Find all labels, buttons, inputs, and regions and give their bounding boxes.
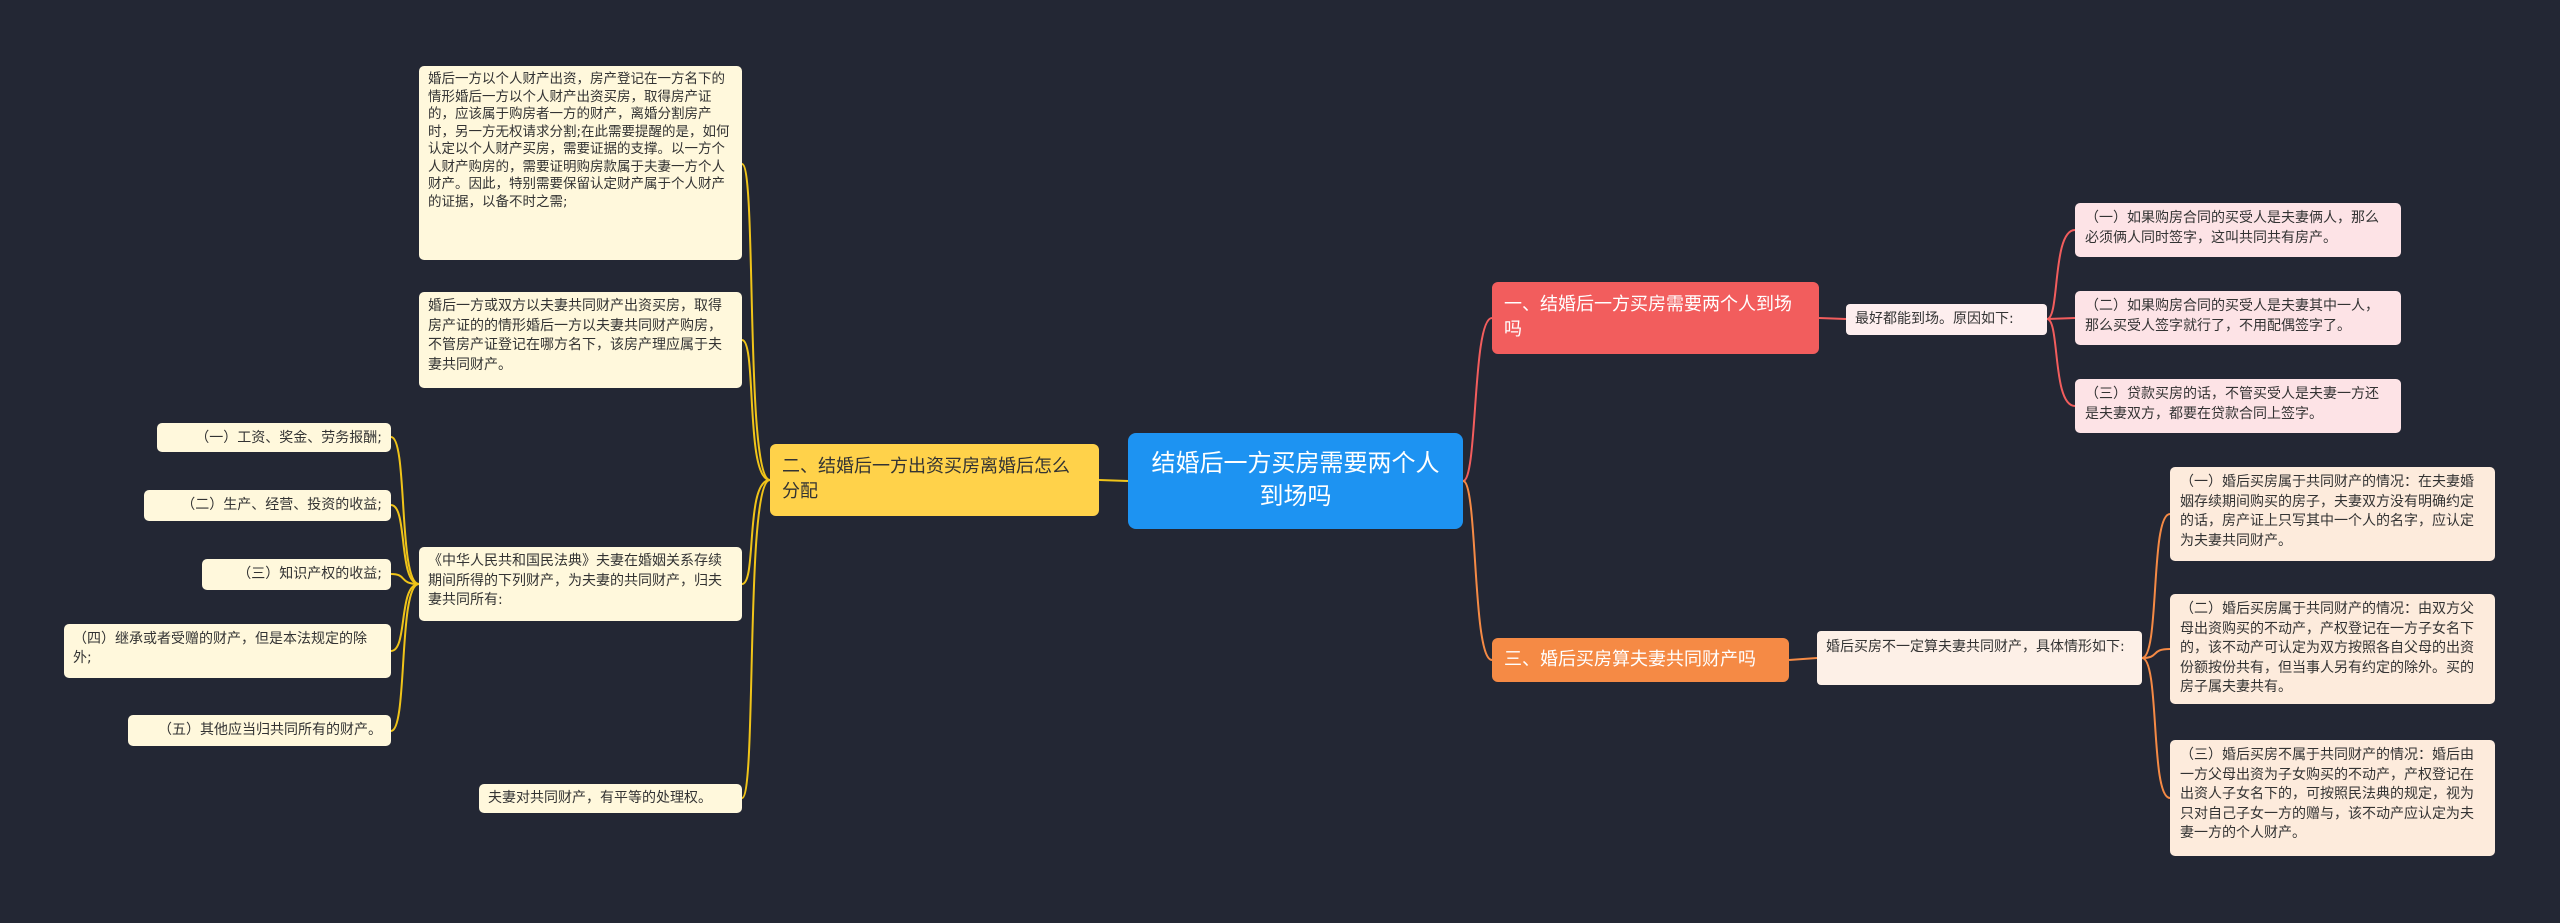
- sub-item-2[interactable]: （二）生产、经营、投资的收益;: [144, 490, 391, 521]
- branch-3-leaf-3[interactable]: （三）婚后买房不属于共同财产的情况：婚后由一方父母出资为子女购买的不动产，产权登…: [2170, 740, 2495, 856]
- branch-2-leaf-2[interactable]: 婚后一方或双方以夫妻共同财产出资买房，取得房产证的的情形婚后一方以夫妻共同财产购…: [419, 292, 742, 388]
- branch-3-leaf-1[interactable]: （一）婚后买房属于共同财产的情况：在夫妻婚姻存续期间购买的房子，夫妻双方没有明确…: [2170, 467, 2495, 561]
- branch-1-topic[interactable]: 一、结婚后一方买房需要两个人到场吗: [1492, 282, 1819, 354]
- sub-item-4[interactable]: （四）继承或者受赠的财产，但是本法规定的除外;: [64, 624, 391, 678]
- link-mid3-leaf3: [2141, 657, 2171, 799]
- branch-1-leaf-2[interactable]: （二）如果购房合同的买受人是夫妻其中一人，那么买受人签字就行了，不用配偶签字了。: [2075, 291, 2401, 345]
- branch-2-topic[interactable]: 二、结婚后一方出资买房离婚后怎么分配: [770, 444, 1099, 516]
- link-mid1-leaf1: [2046, 229, 2076, 320]
- branch-3-summary[interactable]: 婚后买房不一定算夫妻共同财产，具体情形如下:: [1817, 631, 2142, 685]
- sub-item-5[interactable]: （五）其他应当归共同所有的财产。: [128, 715, 391, 746]
- branch-1-summary[interactable]: 最好都能到场。原因如下:: [1846, 304, 2047, 335]
- branch-1-leaf-3[interactable]: （三）贷款买房的话，不管买受人是夫妻一方还是夫妻双方，都要在贷款合同上签字。: [2075, 379, 2401, 433]
- link-leaf3-sub2: [390, 504, 420, 585]
- root-topic[interactable]: 结婚后一方买房需要两个人到场吗: [1128, 433, 1463, 529]
- link-leaf3-sub1: [390, 436, 420, 585]
- link-leaf3-sub5: [390, 583, 420, 732]
- link-branch2-leaf3: [741, 479, 771, 585]
- link-mid1-leaf2: [2046, 317, 2076, 320]
- sub-item-1[interactable]: （一）工资、奖金、劳务报酬;: [157, 423, 391, 452]
- link-branch2-leaf2: [741, 339, 771, 481]
- link-leaf3-sub4: [390, 583, 420, 652]
- link-mid1-leaf3: [2046, 318, 2076, 407]
- branch-1-leaf-1[interactable]: （一）如果购房合同的买受人是夫妻俩人，那么必须俩人同时签字，这叫共同共有房产。: [2075, 203, 2401, 257]
- branch-2-leaf-4[interactable]: 夫妻对共同财产，有平等的处理权。: [479, 784, 742, 813]
- link-root-branch2: [1098, 479, 1129, 482]
- branch-3-leaf-2[interactable]: （二）婚后买房属于共同财产的情况：由双方父母出资购买的不动产，产权登记在一方子女…: [2170, 594, 2495, 704]
- link-root-branch1: [1462, 317, 1493, 482]
- branch-2-leaf-3[interactable]: 《中华人民共和国民法典》夫妻在婚姻关系存续期间所得的下列财产，为夫妻的共同财产，…: [419, 547, 742, 621]
- link-root-branch3: [1462, 480, 1493, 661]
- link-mid3-leaf2: [2141, 648, 2171, 659]
- link-branch2-leaf4: [741, 479, 771, 799]
- link-branch2-leaf1: [741, 163, 771, 481]
- link-leaf3-sub3: [390, 573, 420, 585]
- sub-item-3[interactable]: （三）知识产权的收益;: [202, 559, 391, 590]
- link-mid3-leaf1: [2141, 513, 2171, 659]
- branch-3-topic[interactable]: 三、婚后买房算夫妻共同财产吗: [1492, 638, 1789, 682]
- link-branch1-mid: [1818, 317, 1847, 320]
- link-branch3-mid: [1788, 657, 1818, 661]
- branch-2-leaf-1[interactable]: 婚后一方以个人财产出资，房产登记在一方名下的情形婚后一方以个人财产出资买房，取得…: [419, 66, 742, 260]
